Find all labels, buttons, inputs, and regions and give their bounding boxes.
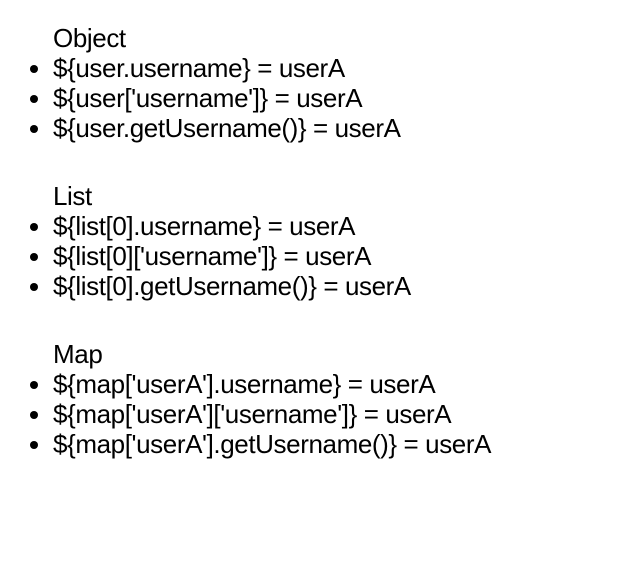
section-heading: Object [53,23,126,53]
list-item: ${list[0].username} = userA [53,211,614,241]
section-object: Object ${user.username} = userA ${user['… [0,23,614,143]
list-item: ${map['userA'].getUsername()} = userA [53,429,614,459]
list-item: ${user.username} = userA [53,53,614,83]
section-list: List ${list[0].username} = userA ${list[… [0,181,614,301]
expression-list: ${list[0].username} = userA ${list[0]['u… [0,211,614,301]
list-item: ${map['userA'].username} = userA [53,369,614,399]
expression-list: ${user.username} = userA ${user['usernam… [0,53,614,143]
list-item: ${list[0].getUsername()} = userA [53,271,614,301]
section-map: Map ${map['userA'].username} = userA ${m… [0,339,614,459]
expression-list: ${map['userA'].username} = userA ${map['… [0,369,614,459]
section-heading: Map [53,339,103,369]
list-item: ${user['username']} = userA [53,83,614,113]
section-heading: List [53,181,92,211]
list-item: ${user.getUsername()} = userA [53,113,614,143]
list-item: ${list[0]['username']} = userA [53,241,614,271]
list-item: ${map['userA']['username']} = userA [53,399,614,429]
